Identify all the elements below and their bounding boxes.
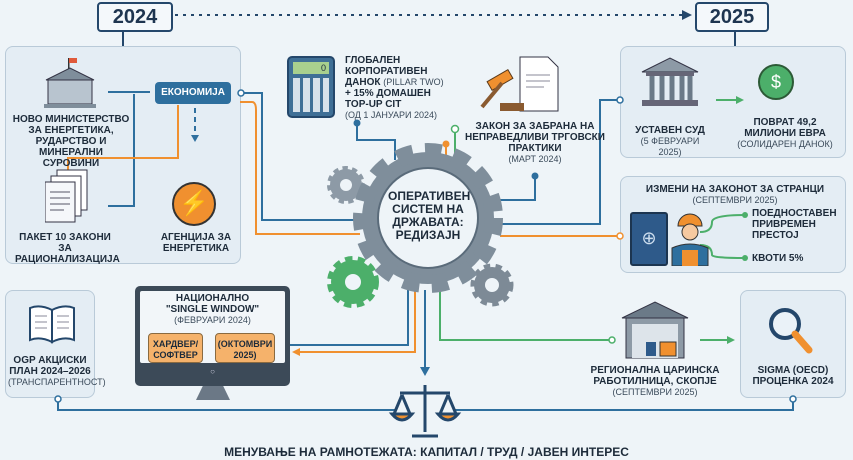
refund-label: ПОВРАТ 49,2 МИЛИОНИ ЕВРА (СОЛИДАРЕН ДАНО… bbox=[735, 117, 835, 150]
worker-icon bbox=[670, 212, 710, 266]
global-tax-title: ГЛОБАЛЕН КОРПОРАТИВЕН ДАНОК bbox=[345, 55, 428, 88]
quotas-label: КВОТИ 5% bbox=[752, 253, 804, 264]
october-2025-chip: (ОКТОМВРИ 2025) bbox=[215, 333, 275, 363]
hardware-software-chip: ХАРДВЕР/ СОФТВЕР bbox=[148, 333, 203, 363]
year-2024-label: 2024 bbox=[97, 2, 173, 32]
energy-agency-icon: ⚡ bbox=[172, 182, 216, 226]
unfair-trade-date: (МАРТ 2024) bbox=[508, 154, 562, 164]
foreigners-label: ИЗМЕНИ НА ЗАКОНОТ ЗА СТРАНЦИ (СЕПТЕМВРИ … bbox=[640, 184, 830, 206]
ogp-label: OGP АКЦИСКИ ПЛАН 2024–2026 (ТРАНСПАРЕНТН… bbox=[8, 355, 106, 388]
customs-date: (СЕПТЕМВРИ 2025) bbox=[612, 387, 698, 397]
unfair-trade-title: ЗАКОН ЗА ЗАБРАНА НА НЕПРАВЕДЛИВИ ТРГОВСК… bbox=[465, 121, 605, 154]
ministry-building-icon bbox=[40, 58, 100, 108]
refund-note: (СОЛИДАРЕН ДАНОК) bbox=[737, 139, 833, 149]
refund-title: ПОВРАТ 49,2 МИЛИОНИ ЕВРА bbox=[744, 117, 826, 139]
customs-label: РЕГИОНАЛНА ЦАРИНСКА РАБОТИЛНИЦА, СКОПЈЕ … bbox=[590, 365, 720, 398]
customs-title: РЕГИОНАЛНА ЦАРИНСКА РАБОТИЛНИЦА, СКОПЈЕ bbox=[590, 365, 720, 387]
ministry-label: НОВО МИНИСТЕРСТВО ЗА ЕНЕРГЕТИКА, РУДАРСТ… bbox=[12, 114, 130, 169]
year-2025-label: 2025 bbox=[695, 2, 769, 32]
court-building-icon bbox=[640, 56, 700, 108]
ogp-title: OGP АКЦИСКИ ПЛАН 2024–2026 bbox=[9, 355, 91, 377]
sigma-label: SIGMA (OECD) ПРОЦЕНКА 2024 bbox=[752, 365, 834, 387]
gavel-icon bbox=[480, 55, 565, 115]
magnifier-icon bbox=[765, 304, 815, 354]
ogp-panel bbox=[5, 290, 95, 398]
temporary-stay-label: ПОЕДНОСТАВЕН ПРИВРЕМЕН ПРЕСТОЈ bbox=[752, 208, 837, 241]
footer-caption: МЕНУВАЊЕ НА РАМНОТЕЖАТА: КАПИТАЛ / ТРУД … bbox=[224, 445, 629, 459]
ogp-note: (ТРАНСПАРЕНТНОСТ) bbox=[8, 377, 106, 387]
customs-warehouse-icon bbox=[620, 300, 690, 360]
energy-agency-label: АГЕНЦИЈА ЗА ЕНЕРГЕТИКА bbox=[160, 232, 232, 254]
global-tax-pillar: (PILLAR TWO) bbox=[383, 77, 444, 87]
sigma-panel bbox=[740, 290, 846, 398]
foreigners-date: (СЕПТЕМВРИ 2025) bbox=[692, 195, 778, 205]
economy-badge[interactable]: ЕКОНОМИЈА bbox=[155, 82, 231, 104]
passport-icon: ⊕ bbox=[630, 212, 668, 266]
court-label: УСТАВЕН СУД (5 ФЕВРУАРИ 2025) bbox=[630, 125, 710, 158]
central-gear-icon bbox=[353, 143, 503, 293]
single-window-label: НАЦИОНАЛНО "SINGLE WINDOW" (ФЕВРУАРИ 202… bbox=[160, 293, 265, 326]
open-book-icon bbox=[28, 302, 76, 344]
global-tax-topup: + 15% ДОМАШЕН TOP-UP CIT bbox=[345, 88, 431, 110]
laws-package-label: ПАКЕТ 10 ЗАКОНИ ЗА РАЦИОНАЛИЗАЦИЈА bbox=[15, 232, 120, 265]
calculator-display: 0 bbox=[293, 62, 329, 74]
single-window-date: (ФЕВРУАРИ 2024) bbox=[174, 315, 251, 325]
court-date: (5 ФЕВРУАРИ 2025) bbox=[640, 136, 700, 157]
global-tax-label: ГЛОБАЛЕН КОРПОРАТИВЕН ДАНОК (PILLAR TWO)… bbox=[345, 55, 445, 121]
single-window-title: НАЦИОНАЛНО "SINGLE WINDOW" bbox=[165, 293, 260, 315]
monitor-stand bbox=[196, 386, 230, 400]
small-gear-icon bbox=[327, 166, 514, 308]
court-title: УСТАВЕН СУД bbox=[635, 125, 705, 136]
center-title: ОПЕРАТИВЕН СИСТЕМ НА ДРЖАВАТА: РЕДИЗАЈН bbox=[388, 189, 471, 242]
foreigners-title: ИЗМЕНИ НА ЗАКОНОТ ЗА СТРАНЦИ bbox=[645, 184, 825, 195]
calculator-icon: 0 bbox=[287, 56, 335, 118]
money-refund-icon: $ bbox=[758, 64, 794, 100]
balance-scale-icon bbox=[388, 385, 462, 438]
global-tax-date: (ОД 1 ЈАНУАРИ 2024) bbox=[345, 110, 438, 120]
documents-icon bbox=[45, 168, 93, 224]
unfair-trade-label: ЗАКОН ЗА ЗАБРАНА НА НЕПРАВЕДЛИВИ ТРГОВСК… bbox=[465, 121, 605, 165]
